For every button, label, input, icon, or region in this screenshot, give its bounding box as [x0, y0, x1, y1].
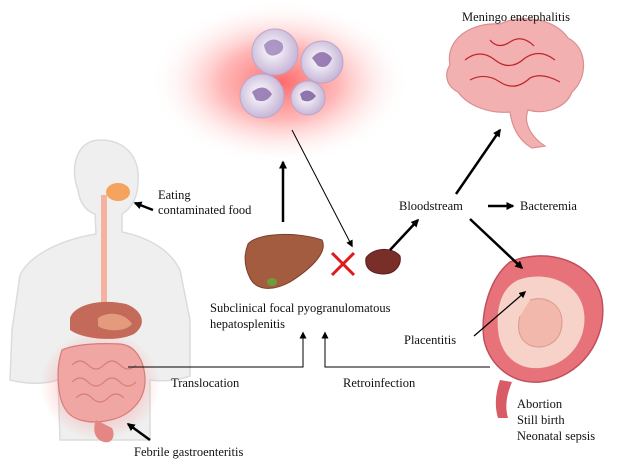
- translocation-label: Translocation: [171, 376, 239, 391]
- spleen-icon: [366, 249, 401, 274]
- arrow-eating: [135, 203, 153, 210]
- meningo-encephalitis-label: Meningo encephalitis: [462, 10, 570, 25]
- blocked-cross-icon: [332, 253, 354, 275]
- human-body-icon: [10, 140, 190, 442]
- bacteremia-label: Bacteremia: [520, 199, 577, 214]
- outcome-abortion-label: Abortion: [517, 397, 562, 412]
- eating-label: Eating: [158, 188, 191, 203]
- arrow-bloodstream-to-brain: [456, 130, 500, 194]
- outcome-neonatal-sepsis-label: Neonatal sepsis: [517, 429, 595, 444]
- pregnant-uterus-icon: [483, 256, 603, 418]
- hepatosplenitis-label: hepatosplenitis: [210, 317, 285, 332]
- arrow-bloodstream-to-uterus: [470, 219, 522, 268]
- placentitis-label: Placentitis: [404, 333, 456, 348]
- subclinical-label: Subclinical focal pyogranulomatous: [210, 301, 391, 316]
- brain-icon: [447, 19, 584, 148]
- retroinfection-label: Retroinfection: [343, 376, 415, 391]
- arrow-spleen-to-bloodstream: [390, 220, 418, 250]
- febrile-gastroenteritis-label: Febrile gastroenteritis: [134, 445, 243, 460]
- contaminated-food-label: contaminated food: [158, 203, 251, 218]
- bloodstream-label: Bloodstream: [399, 199, 463, 214]
- outcome-still-birth-label: Still birth: [517, 413, 565, 428]
- neutrophil-cells-icon: [150, 0, 410, 165]
- liver-icon: [245, 234, 323, 288]
